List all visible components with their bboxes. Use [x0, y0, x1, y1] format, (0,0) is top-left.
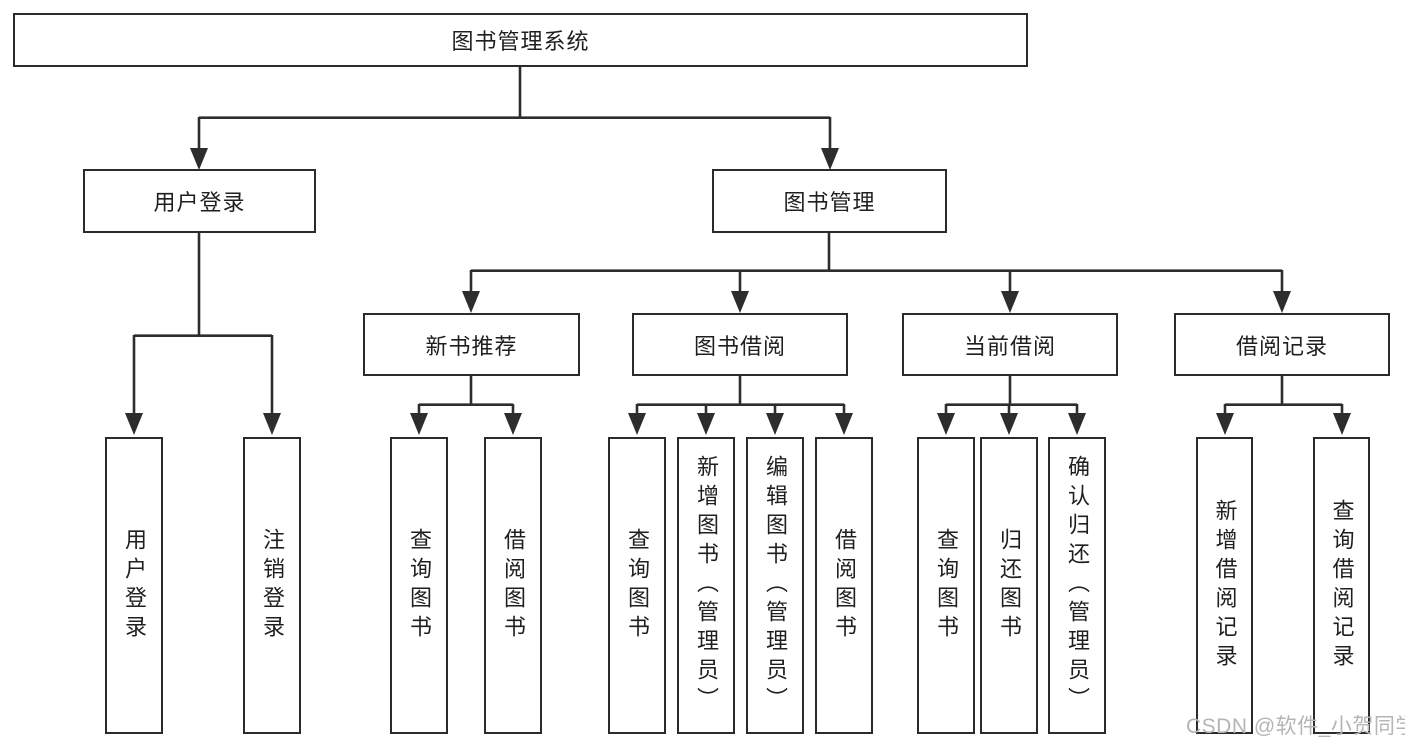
- arrow-down-icon: [190, 148, 208, 170]
- arrow-down-icon: [1068, 413, 1086, 435]
- leaf-borrow-query-book: 查询图书: [608, 437, 666, 734]
- leaf-confirm-return-admin: 确认归还（管理员）: [1048, 437, 1106, 734]
- arrow-down-icon: [462, 291, 480, 313]
- leaf-add-borrow-record-label: 新增借阅记录: [1212, 498, 1238, 673]
- node-current-borrow-label: 当前借阅: [963, 333, 1056, 359]
- leaf-add-book-admin-label: 新增图书（管理员）: [694, 455, 719, 716]
- leaf-return-book: 归还图书: [980, 437, 1038, 734]
- arrow-down-icon: [1273, 291, 1291, 313]
- node-borrow-record: 借阅记录: [1174, 313, 1390, 376]
- leaf-add-book-admin: 新增图书（管理员）: [677, 437, 735, 734]
- arrow-down-icon: [1216, 413, 1234, 435]
- arrow-down-icon: [504, 413, 522, 435]
- node-new-book-recommend-label: 新书推荐: [425, 333, 518, 359]
- leaf-recommend-borrow-book-label: 借阅图书: [501, 527, 526, 644]
- node-book-management: 图书管理: [712, 169, 947, 233]
- leaf-recommend-borrow-book: 借阅图书: [484, 437, 542, 734]
- arrow-down-icon: [125, 413, 143, 435]
- leaf-query-borrow-record-label: 查询借阅记录: [1329, 498, 1355, 673]
- csdn-watermark: CSDN @软件_小贺同学: [1186, 715, 1405, 738]
- leaf-query-borrow-record: 查询借阅记录: [1313, 437, 1370, 734]
- node-root-label: 图书管理系统: [451, 29, 590, 54]
- leaf-borrow-book-label: 借阅图书: [832, 527, 857, 644]
- arrow-down-icon: [766, 413, 784, 435]
- leaf-edit-book-admin: 编辑图书（管理员）: [746, 437, 804, 734]
- arrow-down-icon: [263, 413, 281, 435]
- leaf-borrow-query-book-label: 查询图书: [625, 527, 650, 644]
- leaf-user-login: 用户登录: [105, 437, 163, 734]
- node-user-login: 用户登录: [83, 169, 316, 233]
- leaf-edit-book-admin-label: 编辑图书（管理员）: [763, 455, 788, 716]
- node-root: 图书管理系统: [13, 13, 1028, 67]
- node-book-borrow-label: 图书借阅: [693, 333, 786, 359]
- node-book-borrow: 图书借阅: [632, 313, 848, 376]
- leaf-confirm-return-admin-label: 确认归还（管理员）: [1065, 455, 1090, 716]
- arrow-down-icon: [1001, 291, 1019, 313]
- arrow-down-icon: [1000, 413, 1018, 435]
- leaf-logout: 注销登录: [243, 437, 301, 734]
- node-new-book-recommend: 新书推荐: [363, 313, 580, 376]
- leaf-return-book-label: 归还图书: [997, 527, 1022, 644]
- arrow-down-icon: [937, 413, 955, 435]
- arrow-down-icon: [731, 291, 749, 313]
- leaf-recommend-query-book-label: 查询图书: [407, 527, 432, 644]
- arrow-down-icon: [835, 413, 853, 435]
- leaf-add-borrow-record: 新增借阅记录: [1196, 437, 1253, 734]
- node-book-management-label: 图书管理: [783, 190, 876, 215]
- leaf-user-login-label: 用户登录: [122, 527, 147, 644]
- arrow-down-icon: [410, 413, 428, 435]
- leaf-recommend-query-book: 查询图书: [390, 437, 448, 734]
- leaf-current-query-book: 查询图书: [917, 437, 975, 734]
- arrow-down-icon: [697, 413, 715, 435]
- node-user-login-label: 用户登录: [153, 190, 246, 215]
- node-current-borrow: 当前借阅: [902, 313, 1118, 376]
- node-borrow-record-label: 借阅记录: [1235, 333, 1328, 359]
- arrow-down-icon: [628, 413, 646, 435]
- leaf-current-query-book-label: 查询图书: [934, 527, 959, 644]
- leaf-logout-label: 注销登录: [260, 527, 285, 644]
- arrow-down-icon: [821, 148, 839, 170]
- arrow-down-icon: [1333, 413, 1351, 435]
- leaf-borrow-book: 借阅图书: [815, 437, 873, 734]
